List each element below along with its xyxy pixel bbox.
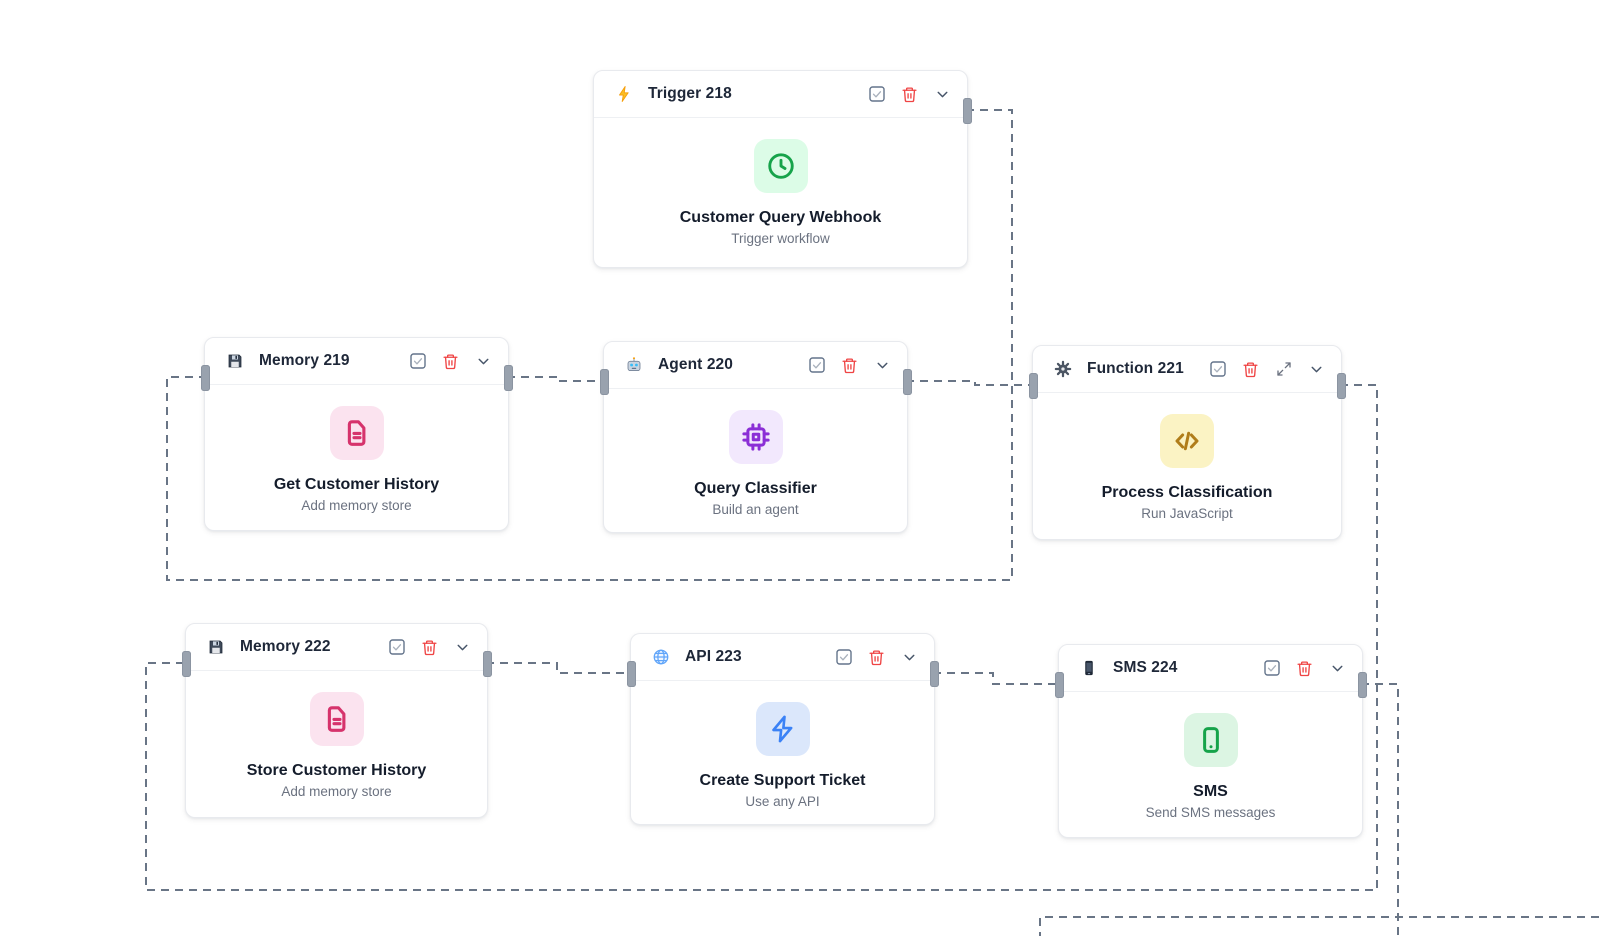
expand-button[interactable] bbox=[1275, 361, 1292, 378]
node-sms-224[interactable]: SMS 224 SMS Send SMS messages bbox=[1054, 644, 1367, 838]
delete-button[interactable] bbox=[901, 86, 918, 103]
node-action-title: Store Customer History bbox=[246, 762, 427, 779]
floppy-disk-emoji-icon bbox=[226, 352, 244, 370]
robot-emoji-icon bbox=[625, 356, 643, 374]
select-checkbox[interactable] bbox=[409, 353, 426, 370]
collapse-chevron-button[interactable] bbox=[454, 639, 471, 656]
node-title: SMS 224 bbox=[1113, 659, 1178, 676]
node-body: Create Support Ticket Use any API bbox=[631, 681, 934, 809]
input-handle[interactable] bbox=[181, 651, 191, 677]
output-handle[interactable] bbox=[902, 369, 912, 395]
gear-emoji-icon bbox=[1054, 360, 1072, 378]
collapse-chevron-button[interactable] bbox=[475, 353, 492, 370]
node-title: API 223 bbox=[685, 648, 742, 665]
node-body: Get Customer History Add memory store bbox=[205, 385, 508, 513]
input-handle[interactable] bbox=[200, 365, 210, 391]
connection-offscreen-right bbox=[1039, 916, 1604, 936]
input-handle[interactable] bbox=[599, 369, 609, 395]
delete-button[interactable] bbox=[868, 649, 885, 666]
node-action-title: Get Customer History bbox=[273, 476, 440, 493]
node-body: Store Customer History Add memory store bbox=[186, 671, 487, 799]
node-action-title: SMS bbox=[1193, 783, 1228, 800]
node-title: Function 221 bbox=[1087, 360, 1184, 377]
node-header: Agent 220 bbox=[604, 342, 907, 389]
code-icon bbox=[1160, 414, 1214, 468]
select-checkbox[interactable] bbox=[835, 649, 852, 666]
node-api-223[interactable]: API 223 Create Support Ticket Use any AP… bbox=[626, 633, 939, 825]
collapse-chevron-button[interactable] bbox=[874, 357, 891, 374]
input-handle[interactable] bbox=[1054, 672, 1064, 698]
delete-button[interactable] bbox=[421, 639, 438, 656]
select-checkbox[interactable] bbox=[808, 357, 825, 374]
node-agent-220[interactable]: Agent 220 Query Classifier Build an agen… bbox=[599, 341, 912, 533]
zap-icon bbox=[755, 702, 810, 756]
node-title: Agent 220 bbox=[658, 356, 733, 373]
lightning-emoji-icon bbox=[615, 85, 633, 103]
node-action-subtitle: Add memory store bbox=[281, 784, 392, 799]
node-header: Memory 219 bbox=[205, 338, 508, 385]
floppy-disk-emoji-icon bbox=[207, 638, 225, 656]
delete-button[interactable] bbox=[1242, 361, 1259, 378]
select-checkbox[interactable] bbox=[388, 639, 405, 656]
node-action-subtitle: Build an agent bbox=[712, 502, 799, 517]
output-handle[interactable] bbox=[1357, 672, 1367, 698]
collapse-chevron-button[interactable] bbox=[934, 86, 951, 103]
node-header: Trigger 218 bbox=[594, 71, 967, 118]
node-action-subtitle: Use any API bbox=[745, 794, 820, 809]
node-action-subtitle: Run JavaScript bbox=[1141, 506, 1233, 521]
output-handle[interactable] bbox=[482, 651, 492, 677]
select-checkbox[interactable] bbox=[1209, 361, 1226, 378]
node-title: Memory 222 bbox=[240, 638, 331, 655]
smartphone-icon bbox=[1183, 713, 1238, 767]
delete-button[interactable] bbox=[1296, 660, 1313, 677]
file-text-icon bbox=[309, 692, 364, 746]
cpu-icon bbox=[728, 410, 783, 464]
collapse-chevron-button[interactable] bbox=[1308, 361, 1325, 378]
node-action-subtitle: Send SMS messages bbox=[1145, 805, 1276, 820]
delete-button[interactable] bbox=[841, 357, 858, 374]
node-action-title: Create Support Ticket bbox=[699, 772, 866, 789]
output-handle[interactable] bbox=[929, 661, 939, 687]
node-title: Memory 219 bbox=[259, 352, 350, 369]
mobile-phone-emoji-icon bbox=[1080, 659, 1098, 677]
select-checkbox[interactable] bbox=[1263, 660, 1280, 677]
node-header: Function 221 bbox=[1033, 346, 1341, 393]
collapse-chevron-button[interactable] bbox=[901, 649, 918, 666]
node-header: SMS 224 bbox=[1059, 645, 1362, 692]
node-action-title: Process Classification bbox=[1101, 484, 1273, 501]
node-body: Process Classification Run JavaScript bbox=[1033, 393, 1341, 521]
node-action-subtitle: Add memory store bbox=[301, 498, 412, 513]
output-handle[interactable] bbox=[962, 98, 972, 124]
globe-emoji-icon bbox=[652, 648, 670, 666]
connection-sms224-offscreen bbox=[1361, 683, 1399, 936]
connection-memory222-api223 bbox=[486, 662, 630, 674]
input-handle[interactable] bbox=[626, 661, 636, 687]
node-title: Trigger 218 bbox=[648, 85, 732, 102]
output-handle[interactable] bbox=[503, 365, 513, 391]
node-action-title: Query Classifier bbox=[694, 480, 817, 497]
delete-button[interactable] bbox=[442, 353, 459, 370]
clock-icon bbox=[753, 139, 808, 193]
node-memory-219[interactable]: Memory 219 Get Customer History Add memo… bbox=[200, 337, 513, 531]
node-body: Query Classifier Build an agent bbox=[604, 389, 907, 517]
node-memory-222[interactable]: Memory 222 Store Customer History Add me… bbox=[181, 623, 492, 818]
node-trigger-218[interactable]: Trigger 218 Customer Query Webhook Trigg… bbox=[593, 70, 972, 268]
collapse-chevron-button[interactable] bbox=[1329, 660, 1346, 677]
output-handle[interactable] bbox=[1336, 373, 1346, 399]
connection-agent220-function221 bbox=[906, 380, 1032, 386]
node-header: Memory 222 bbox=[186, 624, 487, 671]
connection-memory219-agent220 bbox=[507, 376, 603, 382]
node-header: API 223 bbox=[631, 634, 934, 681]
select-checkbox[interactable] bbox=[868, 86, 885, 103]
connection-api223-sms224 bbox=[933, 672, 1058, 685]
node-action-title: Customer Query Webhook bbox=[679, 209, 882, 226]
node-body: Customer Query Webhook Trigger workflow bbox=[594, 118, 967, 246]
file-text-icon bbox=[329, 406, 384, 460]
node-function-221[interactable]: Function 221 Process Classifica bbox=[1028, 345, 1346, 540]
node-body: SMS Send SMS messages bbox=[1059, 692, 1362, 820]
input-handle[interactable] bbox=[1028, 373, 1038, 399]
node-action-subtitle: Trigger workflow bbox=[731, 231, 830, 246]
